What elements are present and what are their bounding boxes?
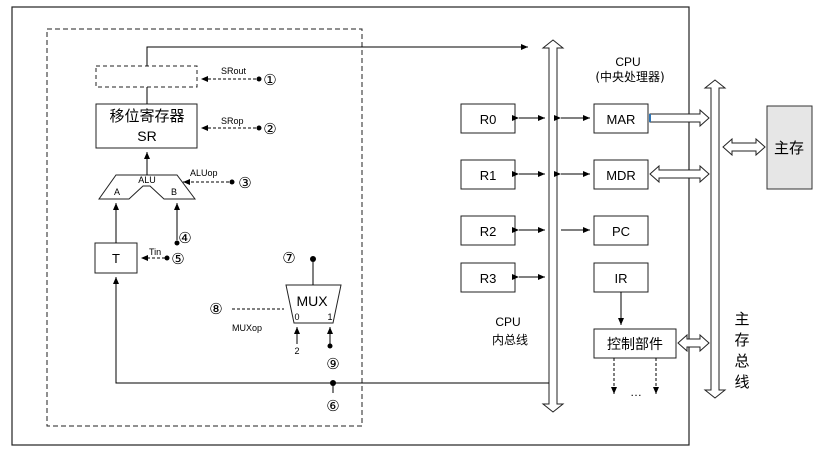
datapath-region	[46, 28, 363, 427]
register-bus-links	[512, 115, 545, 280]
control-outputs	[611, 358, 659, 394]
muxop-label: MUXop	[232, 323, 262, 333]
alu-label: ALU	[138, 175, 156, 185]
srout-label: SRout	[221, 66, 247, 76]
mux-output-node	[310, 256, 316, 262]
pc-label: PC	[612, 224, 630, 239]
mar-box	[593, 103, 649, 134]
main-memory-label: 主存	[774, 139, 804, 157]
mar-bus-arrow	[649, 108, 710, 128]
mux-input-1-node	[327, 343, 333, 349]
srout-node	[256, 76, 262, 82]
mux-input-1-label: 1	[327, 312, 332, 322]
main-memory-box	[766, 105, 813, 190]
cpu-subtitle: (中央处理器)	[595, 69, 664, 84]
internal-bus-label-line1: CPU	[495, 315, 520, 329]
alu-b-input-node	[174, 240, 180, 246]
srop-node	[256, 125, 262, 131]
register-r2-label: R2	[480, 224, 497, 239]
sr-to-bus-line	[146, 44, 528, 66]
memory-link-arrow	[722, 137, 766, 157]
ir-box	[593, 262, 649, 293]
aluop-node	[229, 179, 235, 185]
control-unit-label: 控制部件	[607, 337, 663, 353]
marker-9: ⑨	[326, 355, 339, 373]
main-bus-label-char-4: 线	[734, 373, 749, 391]
aluop-label: ALUop	[190, 168, 218, 178]
tin-node	[164, 255, 170, 261]
register-r1-label: R1	[480, 168, 497, 183]
tin-label: Tin	[149, 247, 161, 257]
register-r0-label: R0	[480, 112, 497, 127]
main-memory-bus	[703, 79, 727, 399]
register-r3-box	[460, 262, 516, 293]
ir-label: IR	[615, 271, 628, 286]
main-bus-label-char-2: 存	[734, 331, 749, 349]
alu-input-a-label: A	[114, 187, 120, 197]
mux-shape	[285, 284, 342, 324]
control-bus-arrow	[677, 333, 710, 353]
bus-to-t-line	[113, 277, 549, 384]
sr-output-buffer	[95, 65, 198, 88]
alu-input-b-label: B	[171, 187, 177, 197]
marker-7: ⑦	[282, 249, 295, 267]
internal-bus-label-line2: 内总线	[492, 333, 528, 347]
mux-label: MUX	[296, 293, 328, 309]
shift-register-box	[95, 103, 198, 149]
shift-register-label: 移位寄存器	[109, 107, 184, 125]
control-outputs-ellipsis: …	[630, 385, 642, 399]
register-r0-box	[460, 103, 516, 134]
main-bus-label-char-1: 主	[734, 310, 749, 328]
register-r3-label: R3	[480, 271, 497, 286]
mux-input-0-label: 0	[294, 312, 299, 322]
marker-6: ⑥	[326, 397, 339, 415]
cpu-title: CPU	[615, 55, 640, 69]
cpu-boundary	[11, 6, 690, 446]
main-bus-label-char-3: 总	[734, 352, 749, 370]
marker-4: ④	[178, 229, 191, 247]
mdr-bus-arrow	[649, 164, 710, 184]
cpu-part-bus-links	[554, 115, 624, 325]
cpu-internal-bus	[541, 39, 565, 413]
control-unit-box	[593, 328, 677, 359]
pc-box	[593, 215, 649, 246]
marker-3: ③	[238, 174, 251, 192]
temp-register-label: T	[112, 251, 120, 266]
srop-label: SRop	[221, 116, 244, 126]
marker-1: ①	[263, 71, 276, 89]
mdr-box	[593, 159, 649, 190]
mar-label: MAR	[607, 112, 636, 127]
marker-8: ⑧	[209, 300, 222, 318]
mdr-label: MDR	[606, 168, 636, 183]
shift-register-sr-label: SR	[137, 128, 156, 144]
marker-5: ⑤	[171, 250, 184, 268]
mux-constant-label: 2	[294, 346, 299, 356]
marker-2: ②	[263, 120, 276, 138]
control-signal-lines	[141, 76, 256, 261]
register-r2-box	[460, 215, 516, 246]
